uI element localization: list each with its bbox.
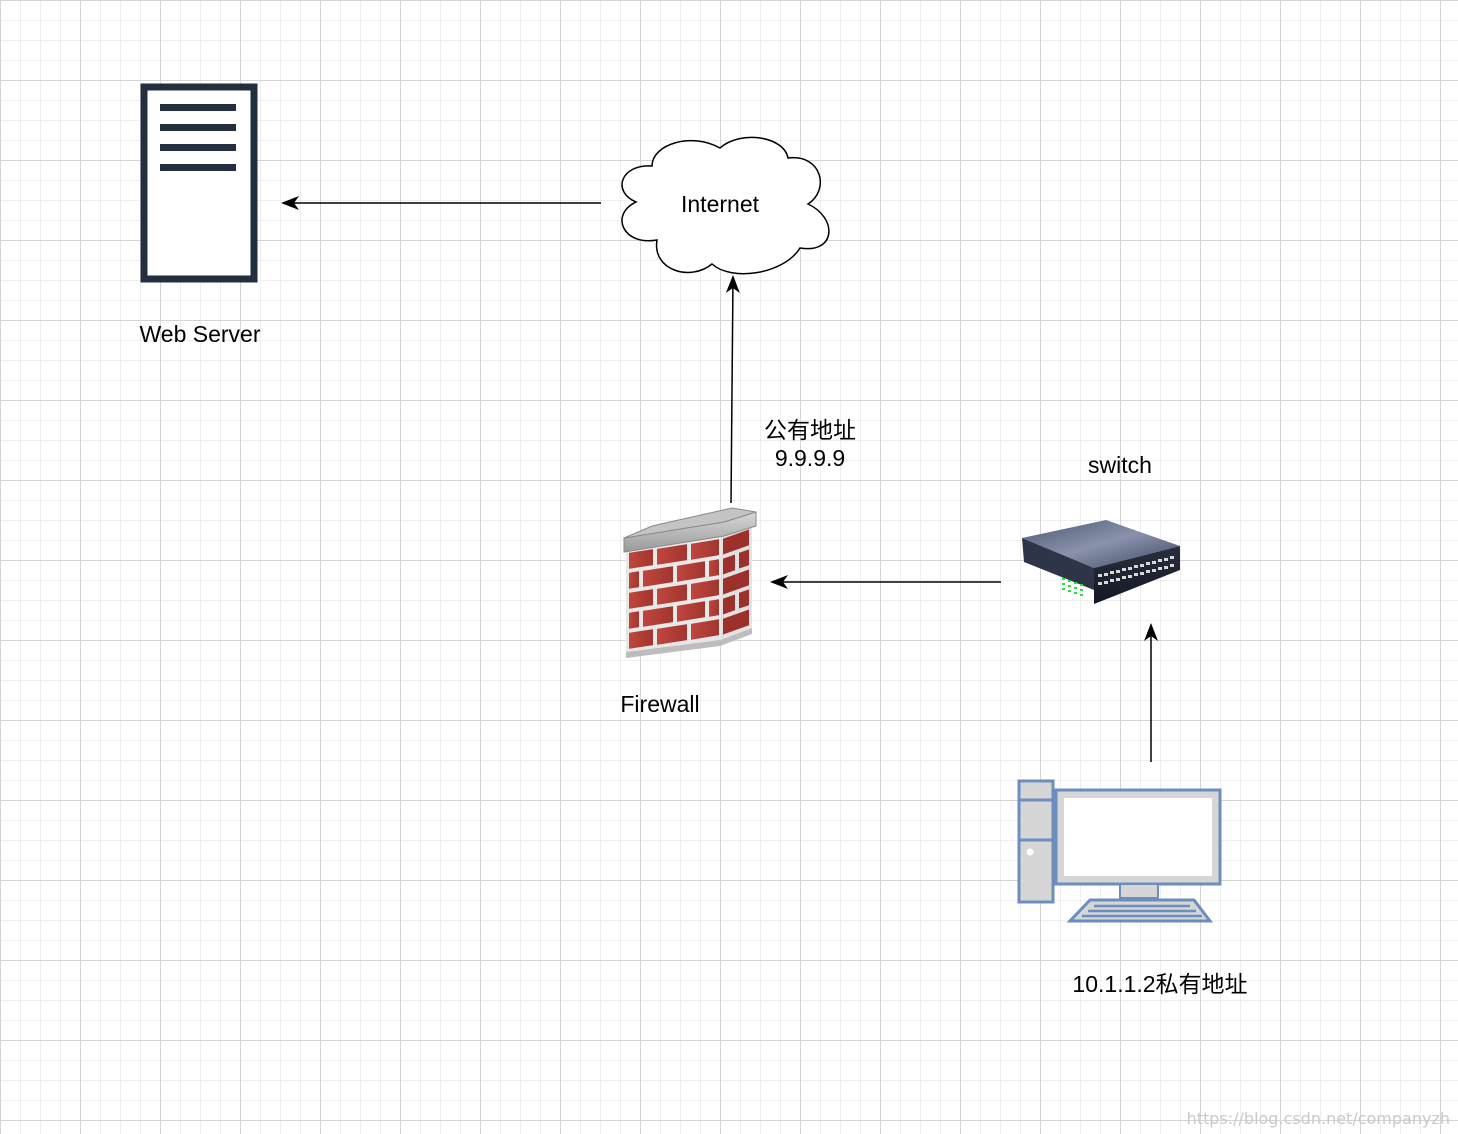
computer-label: 10.1.1.2私有地址 — [1072, 971, 1248, 997]
server-icon — [140, 83, 258, 283]
firewall-node[interactable] — [620, 500, 760, 664]
computer-node[interactable] — [1016, 778, 1224, 926]
public-address-label: 公有地址 9.9.9.9 — [764, 416, 856, 472]
computer-icon — [1017, 779, 1222, 923]
switch-node[interactable] — [1018, 516, 1184, 608]
web-server-label: Web Server — [139, 321, 261, 347]
cloud-icon — [621, 136, 830, 275]
firewall-icon — [623, 507, 757, 658]
internet-node[interactable]: Internet — [612, 134, 834, 278]
edge-firewall-to-internet[interactable] — [725, 275, 740, 504]
watermark: https://blog.csdn.net/companyzh — [1186, 1109, 1450, 1128]
public-address-line1: 公有地址 — [764, 417, 856, 443]
public-address-line2: 9.9.9.9 — [774, 445, 846, 471]
internet-label: Internet — [681, 191, 759, 217]
switch-icon — [1022, 520, 1180, 604]
web-server-node[interactable] — [138, 82, 260, 284]
firewall-label: Firewall — [620, 691, 700, 717]
switch-label: switch — [1088, 452, 1152, 478]
